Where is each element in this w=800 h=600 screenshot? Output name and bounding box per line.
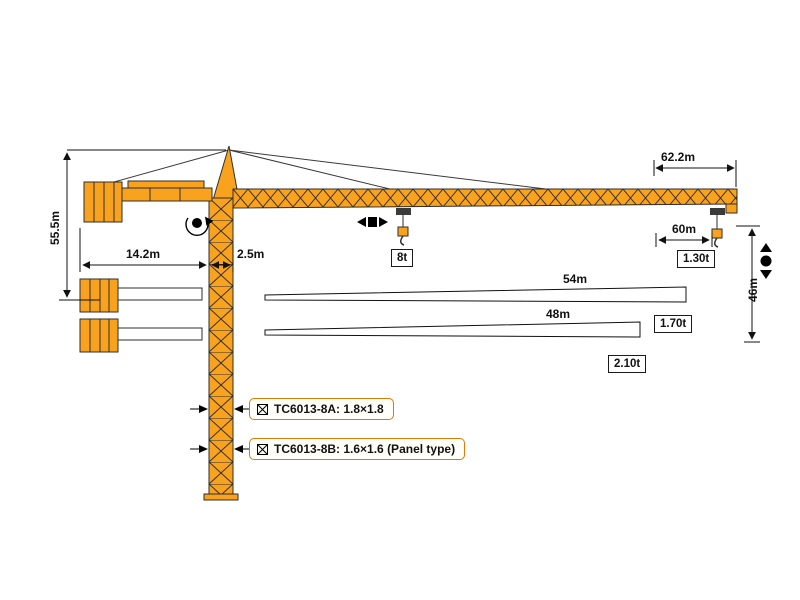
dim-jib-54: 54m bbox=[562, 272, 588, 286]
dim-working-radius: 60m bbox=[671, 222, 697, 236]
slewing-icon bbox=[185, 216, 214, 237]
dim-mast-width: 2.5m bbox=[237, 247, 265, 261]
mast-section-pointers bbox=[190, 405, 249, 453]
model-callout-b: TC6013-8B: 1.6×1.6 (Panel type) bbox=[249, 438, 466, 460]
model-a-label: TC6013-8A: 1.8×1.8 bbox=[274, 402, 384, 416]
mast-section-icon bbox=[257, 403, 268, 415]
dim-jib-system-length: 62.2m bbox=[660, 150, 696, 164]
mid-trolley-hook bbox=[396, 208, 411, 246]
tower-mast bbox=[208, 197, 234, 495]
load-tip-54m: 1.70t bbox=[654, 315, 693, 333]
model-b-label: TC6013-8B: 1.6×1.6 (Panel type) bbox=[274, 442, 456, 456]
counterweight-slabs bbox=[83, 181, 123, 223]
dim-hook-height: 46m bbox=[746, 277, 760, 303]
dim-counter-jib-radius: 14.2m bbox=[125, 247, 161, 261]
jib-length-bars bbox=[264, 286, 687, 338]
trolley-travel-icon bbox=[357, 217, 388, 227]
ballast-block-2 bbox=[79, 318, 203, 353]
jib bbox=[232, 188, 738, 209]
dimension-lines bbox=[59, 149, 760, 343]
dim-jib-48: 48m bbox=[545, 307, 571, 321]
mast-section-icon bbox=[257, 443, 268, 455]
hook-updown-icon bbox=[760, 243, 772, 279]
dim-tower-height: 55.5m bbox=[48, 210, 62, 246]
load-max-capacity: 8t bbox=[391, 249, 414, 267]
pendant-lines bbox=[95, 149, 563, 192]
counter-jib bbox=[119, 180, 213, 202]
mast-base bbox=[203, 493, 239, 501]
ballast-block-1 bbox=[79, 278, 203, 313]
load-tip-60m: 1.30t bbox=[677, 250, 716, 268]
jib-tip bbox=[725, 203, 738, 214]
load-tip-48m: 2.10t bbox=[608, 355, 647, 373]
model-callout-a: TC6013-8A: 1.8×1.8 bbox=[249, 398, 394, 420]
